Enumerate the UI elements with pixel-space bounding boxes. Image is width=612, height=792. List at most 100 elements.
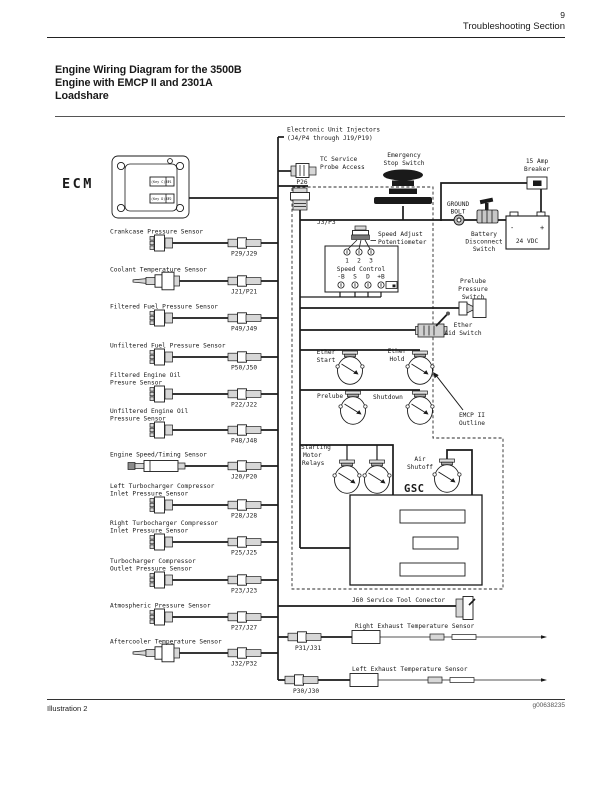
svg-text:Ether: Ether [317, 349, 336, 356]
breaker: 15 Amp Breaker [524, 158, 550, 190]
connector-tag: P27/J27 [231, 625, 257, 632]
ecm-connector-j2p2 [149, 193, 175, 204]
shutdown-relay: Shutdown [373, 390, 435, 425]
injectors-callout: Electronic Unit Injectors (J4/P4 through… [287, 127, 380, 143]
inline-connector-icon [227, 574, 262, 586]
svg-text:Switch: Switch [462, 294, 485, 301]
thermocouple-probe-icon [429, 633, 445, 641]
sensor-label: Turbocharger Compressor [110, 558, 196, 565]
pressure-sensor-icon [149, 234, 173, 252]
ground-bolt: GROUND BOLT [447, 201, 470, 226]
sensor-row: Filtered Fuel Pressure Sensor P49/J49 [110, 304, 262, 333]
ecm-connector-label: (Key D)J2 [151, 197, 169, 201]
sensor-label: Left Turbocharger Compressor [110, 483, 215, 490]
inline-connector-icon [227, 275, 262, 287]
inline-connector-icon [227, 536, 262, 548]
thermocouple-probe-icon [427, 676, 443, 684]
svg-text:Aid Switch: Aid Switch [444, 330, 482, 337]
connector-tag: J20/P20 [231, 474, 257, 481]
connector-tag: J32/P32 [231, 661, 257, 668]
battery-plus: + [540, 224, 544, 232]
connector-tag: P30/J30 [293, 688, 319, 695]
svg-text:Emergency: Emergency [387, 152, 421, 159]
inline-connector-icon [284, 674, 319, 686]
j3p3-connector: J3/P3 [290, 187, 336, 226]
inline-connector-icon [227, 499, 262, 511]
ecm-connector-label: P2 [168, 197, 172, 201]
sensor-label: Atmospheric Pressure Sensor [110, 603, 211, 610]
relay-icon [432, 458, 462, 493]
relay-icon [405, 350, 435, 385]
pressure-sensor-icon [149, 533, 173, 551]
title-line: Engine Wiring Diagram for the 3500B [55, 64, 242, 76]
sensor-label: Coolant Temperature Sensor [110, 267, 207, 274]
svg-text:(J4/P4 through J19/P19): (J4/P4 through J19/P19) [287, 135, 373, 142]
speed-control-label: Speed Control [337, 266, 386, 273]
section-title: Troubleshooting Section [462, 21, 565, 32]
sensor-label: Inlet Pressure Sensor [110, 528, 189, 535]
connector-tag: J21/P21 [231, 289, 257, 296]
svg-text:+B: +B [377, 274, 385, 281]
sensor-row: Unfiltered Engine Oil Pressure Sensor P4… [110, 408, 262, 445]
connector-tag: P49/J49 [231, 326, 257, 333]
title-line: Loadshare [55, 90, 109, 103]
svg-text:3: 3 [369, 258, 373, 265]
svg-text:Probe Access: Probe Access [320, 164, 365, 171]
relay-icon [362, 459, 392, 494]
tc-service-probe: P26 TC Service Probe Access [290, 156, 365, 186]
sensor-label: Engine Speed/Timing Sensor [110, 452, 207, 459]
page-header: 9 Troubleshooting Section [463, 10, 565, 32]
terminal-icon [364, 281, 372, 289]
sensor-label: Filtered Engine Oil [110, 372, 181, 379]
footer-rule [47, 699, 565, 700]
gsc-label: GSC [404, 483, 424, 495]
air-shutoff-relay: Air Shutoff [407, 456, 462, 493]
svg-text:Motor: Motor [303, 452, 322, 459]
svg-text:BOLT: BOLT [451, 209, 466, 216]
emergency-stop-switch: Emergency Stop Switch [374, 152, 432, 204]
sensor-label: Crankcase Pressure Sensor [110, 229, 203, 236]
temperature-sensor-icon [132, 643, 180, 663]
speed-control-box: Speed Adjust Potentiometer 1 2 3 Speed C… [324, 225, 427, 293]
svg-text:EMCP II: EMCP II [459, 412, 485, 419]
switch-handle-icon [479, 197, 494, 205]
connector-tag: P29/J29 [231, 251, 257, 258]
svg-text:GROUND: GROUND [447, 201, 470, 208]
connector-tag: P25/J25 [231, 550, 257, 557]
inline-connector-icon [287, 631, 322, 643]
temperature-sensor-icon [132, 271, 180, 291]
svg-text:Switch: Switch [473, 246, 496, 253]
pressure-sensor-icon [149, 309, 173, 327]
connector-icon [292, 187, 308, 193]
screw-hole-icon [116, 203, 126, 213]
inline-connector-icon [227, 351, 262, 363]
battery-disconnect-switch: Battery Disconnect Switch [465, 197, 503, 253]
sensor-label: Unfiltered Fuel Pressure Sensor [110, 343, 226, 350]
connector-tag: P28/J28 [231, 513, 257, 520]
svg-text:Hold: Hold [390, 356, 405, 363]
svg-text:Starting: Starting [301, 444, 331, 451]
ecm-connector-label: P1 [168, 180, 172, 184]
pressure-sensor-icon [149, 571, 173, 589]
svg-text:Ether: Ether [454, 322, 473, 329]
svg-text:1: 1 [345, 258, 349, 265]
relay-icon [335, 350, 365, 385]
inline-connector-icon [227, 312, 262, 324]
ecm-label: ECM [62, 176, 94, 192]
terminal-icon [355, 248, 363, 256]
sensor-label: Right Exhaust Temperature Sensor [355, 623, 474, 630]
screw-hole-icon [116, 161, 126, 171]
screw-hole-icon [175, 203, 185, 213]
inline-connector-icon [227, 388, 262, 400]
title-line: Engine with EMCP II and 2301A [55, 77, 213, 90]
sensor-row: Crankcase Pressure Sensor P29/J29 [110, 229, 262, 258]
battery: - + 24 VDC [505, 211, 550, 250]
j3p3-tag: J3/P3 [317, 219, 336, 226]
sensor-label: Filtered Fuel Pressure Sensor [110, 304, 218, 311]
svg-text:Ether: Ether [388, 348, 407, 355]
connector-icon [290, 165, 297, 177]
potentiometer-icon [354, 225, 367, 231]
ecm-connector-j1p1 [149, 176, 175, 187]
